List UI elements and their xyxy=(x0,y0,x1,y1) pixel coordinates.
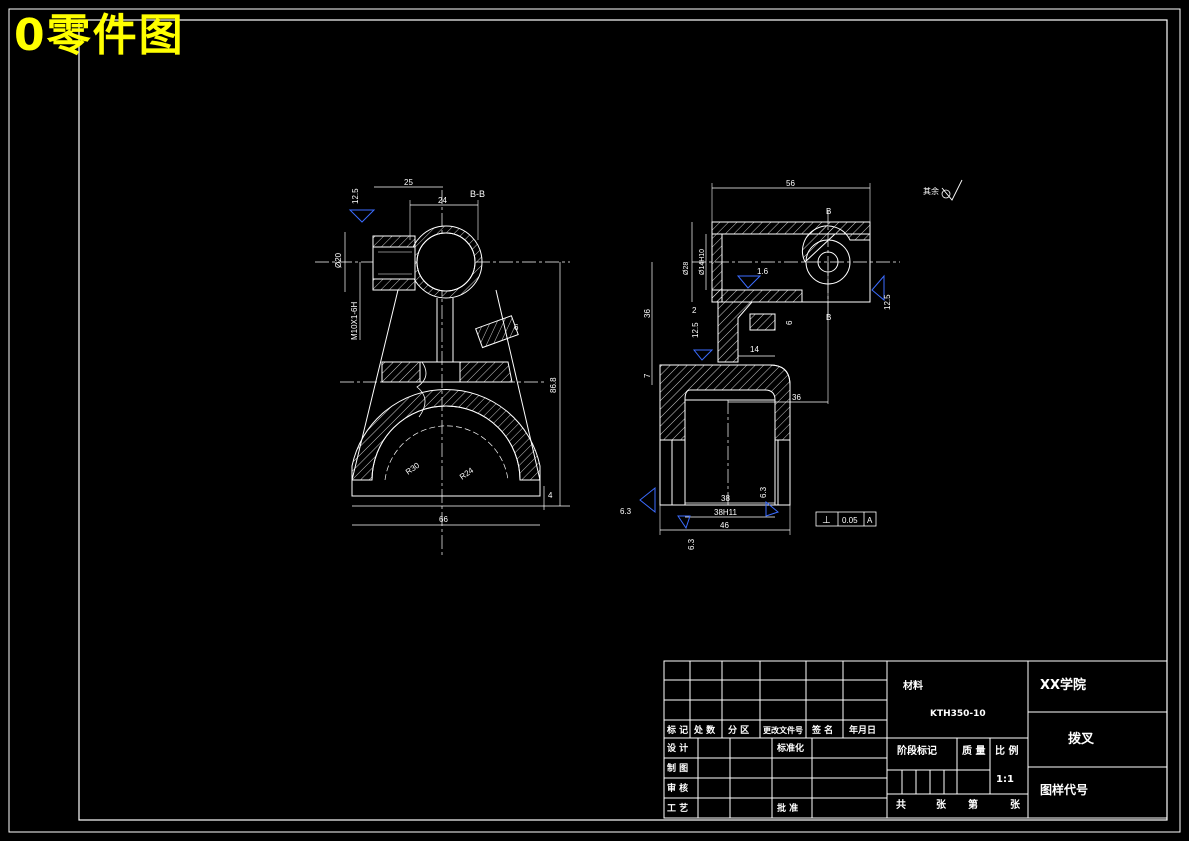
dim-38h11: 38H11 xyxy=(714,508,738,517)
tolerance-value: 0.05 xyxy=(842,516,858,525)
roughness-1-6: 1.6 xyxy=(757,267,769,276)
dim-dia28: Ø28 xyxy=(683,262,690,275)
roughness-12-5-b: 12.5 xyxy=(883,294,892,310)
dim-36-vert: 36 xyxy=(643,309,652,318)
tb-col-date: 年月日 xyxy=(849,724,876,736)
tb-sheets2: 张 xyxy=(1010,798,1021,811)
dim-6-right: 6 xyxy=(785,320,794,325)
tb-approve: 批 准 xyxy=(777,802,798,814)
tb-col-count: 处 数 xyxy=(693,724,716,736)
dim-thread: M10X1-6H xyxy=(350,302,359,340)
sheet-title: 0零件图 xyxy=(14,10,185,61)
dim-14: 14 xyxy=(750,345,759,354)
tb-part-name: 拨叉 xyxy=(1068,731,1095,747)
dim-38: 38 xyxy=(721,494,730,503)
tb-col-sign: 签 名 xyxy=(811,724,833,736)
dim-66: 66 xyxy=(439,515,448,524)
roughness-6-3-a: 6.3 xyxy=(620,507,632,516)
tb-col-zone: 分 区 xyxy=(728,724,749,736)
tb-col-mark: 标 记 xyxy=(666,724,688,736)
tb-sheets: 张 xyxy=(936,798,947,811)
dim-46: 46 xyxy=(720,521,729,530)
tb-drawing-no-label: 图样代号 xyxy=(1040,782,1088,797)
dim-2: 2 xyxy=(692,306,697,315)
tolerance-symbol: ⊥ xyxy=(822,515,831,526)
dim-4: 4 xyxy=(548,491,553,500)
tb-scale: 1:1 xyxy=(996,774,1014,785)
left-view xyxy=(315,186,570,555)
dim-r24: R24 xyxy=(458,466,476,482)
tb-sheet-no: 第 xyxy=(968,798,978,811)
tb-check: 审 核 xyxy=(667,782,688,794)
tb-school: XX学院 xyxy=(1040,677,1086,693)
tb-material-label: 材料 xyxy=(903,679,923,692)
tb-mass: 质 量 xyxy=(962,744,985,757)
dim-86-8: 86.8 xyxy=(549,377,558,393)
tb-standard: 标准化 xyxy=(776,742,804,754)
tb-material: KTH350-10 xyxy=(930,709,986,719)
datum-label: A xyxy=(867,516,873,525)
tb-design: 设 计 xyxy=(667,742,688,754)
dim-7: 7 xyxy=(643,373,652,378)
tb-col-doc: 更改文件号 xyxy=(763,725,803,735)
dim-24: 24 xyxy=(438,196,447,205)
tb-total: 共 xyxy=(896,798,906,811)
tb-stage-mark: 阶段标记 xyxy=(897,744,937,757)
outer-frame xyxy=(8,8,1181,833)
section-mark-bottom: B xyxy=(826,313,831,322)
dim-36-horiz: 36 xyxy=(792,393,801,402)
tb-process: 工 艺 xyxy=(667,802,688,814)
dim-dia14: Ø14H10 xyxy=(699,249,706,275)
dim-56: 56 xyxy=(786,179,795,188)
tb-scale-label: 比 例 xyxy=(995,744,1018,757)
dim-25: 25 xyxy=(404,178,413,187)
section-label: B-B xyxy=(470,189,485,199)
other-roughness-note: 其余 xyxy=(923,186,939,196)
dim-dia20: Ø20 xyxy=(334,252,343,268)
roughness-6-3-c: 6.3 xyxy=(687,538,696,550)
dim-r30: R30 xyxy=(404,461,422,477)
title-block xyxy=(663,660,1168,819)
roughness-6-3-b: 6.3 xyxy=(759,486,768,498)
roughness-left: 12.5 xyxy=(351,188,360,204)
roughness-12-5-a: 12.5 xyxy=(691,322,700,338)
dim-6-left: 6 xyxy=(514,323,519,332)
right-view xyxy=(639,179,963,535)
tb-drawn: 制 图 xyxy=(667,762,688,774)
inner-frame xyxy=(78,19,1168,821)
section-mark-top: B xyxy=(826,207,831,216)
